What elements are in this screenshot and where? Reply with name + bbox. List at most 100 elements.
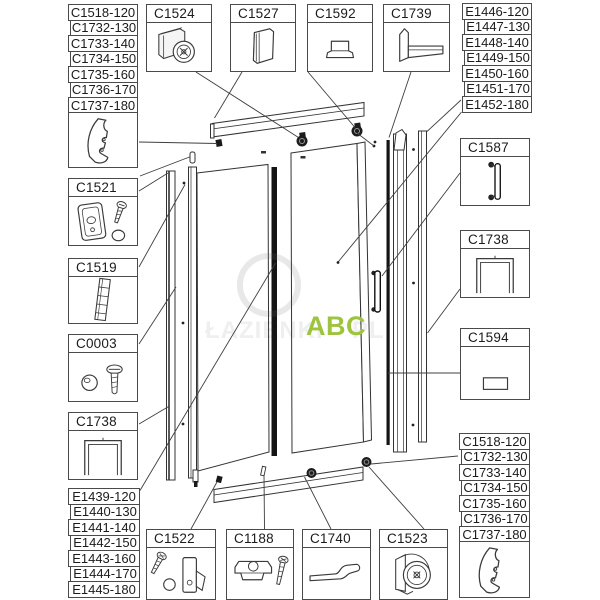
part-number[interactable]: C1734-150 [461, 479, 530, 496]
u-profile-icon [476, 255, 514, 294]
right-u-profile [393, 133, 407, 453]
part-label: C1519 [69, 259, 137, 277]
part-number[interactable]: E1450-160 [462, 65, 532, 82]
part-number[interactable]: C1736-170 [70, 81, 138, 98]
part-label: C1188 [227, 530, 293, 548]
top-roller-icon [158, 27, 195, 63]
part-box-c1592[interactable]: C1592 [307, 4, 373, 72]
center-seal-strip [271, 167, 277, 456]
part-number[interactable]: E1440-130 [70, 503, 140, 520]
wall-profile-bracket-icon [478, 547, 501, 594]
part-label: C1738 [69, 413, 137, 431]
part-label: C1738 [461, 231, 529, 249]
part-box-c1524[interactable]: C1524 [146, 4, 212, 72]
part-box-c1738-left[interactable]: C1738 [68, 412, 138, 480]
part-list-bottom-right: C1518-120 C1732-130 C1733-140 C1734-150 … [459, 433, 530, 543]
part-box-c1740[interactable]: C1740 [302, 529, 371, 600]
part-box-c1594[interactable]: C1594 [460, 328, 530, 400]
part-box-c1738-right[interactable]: C1738 [460, 230, 530, 298]
part-list-top-right: E1446-120 E1447-130 E1448-140 E1449-150 … [462, 3, 532, 113]
right-wall-strip [418, 130, 427, 443]
fixed-panel-frame [188, 166, 197, 479]
fixed-glass-panel [196, 163, 270, 472]
part-number[interactable]: E1449-150 [464, 49, 532, 66]
part-label: C1587 [461, 139, 529, 157]
part-box-c1527[interactable]: C1527 [230, 4, 296, 72]
part-number[interactable]: C1736-170 [461, 510, 530, 527]
screw-dots [181, 140, 415, 427]
part-number[interactable]: E1452-180 [462, 96, 532, 113]
part-list-top-left: C1518-120 C1732-130 C1733-140 C1734-150 … [68, 4, 138, 114]
frame-top-cylinder [189, 151, 196, 164]
cover-plate-icon [482, 377, 509, 390]
top-rollers [296, 122, 363, 147]
part-label: C1527 [231, 5, 295, 23]
part-label: C1594 [461, 329, 529, 347]
part-number[interactable]: E1441-140 [68, 519, 140, 536]
part-number[interactable]: E1444-170 [70, 565, 140, 582]
latch-screw-set-icon [150, 551, 206, 593]
part-number[interactable]: E1448-140 [462, 34, 532, 51]
watermark-brand: ABC [306, 311, 366, 341]
part-label: C0003 [69, 335, 137, 353]
part-number[interactable]: C1518-120 [459, 433, 530, 450]
part-number[interactable]: C1735-160 [68, 66, 138, 83]
sliding-panel-edge-profile [356, 141, 373, 443]
magnetic-strip-icon [94, 277, 111, 322]
part-box-c1587[interactable]: C1587 [460, 138, 530, 206]
bottom-rail [213, 466, 364, 504]
wall-profile-bracket-box-2[interactable] [459, 541, 530, 598]
part-label: C1521 [69, 179, 137, 197]
spring-hook-icon [309, 563, 361, 582]
part-box-c1523[interactable]: C1523 [379, 529, 448, 600]
guide-block-icon [252, 28, 275, 64]
part-label: C1523 [380, 530, 447, 548]
part-box-c0003[interactable]: C0003 [68, 334, 138, 402]
wall-profile-bracket-box[interactable] [68, 112, 138, 168]
left-wall-profile [166, 170, 176, 481]
part-number[interactable]: E1451-170 [464, 80, 532, 97]
part-label: C1739 [384, 5, 449, 23]
part-number[interactable]: C1518-120 [68, 4, 138, 21]
part-number[interactable]: C1733-140 [68, 35, 138, 52]
wall-profile-bracket-icon [87, 118, 109, 164]
part-box-c1519[interactable]: C1519 [68, 258, 138, 324]
sliding-glass-panel [290, 142, 365, 454]
part-number[interactable]: E1443-160 [68, 550, 140, 567]
part-label: C1592 [308, 5, 372, 23]
part-box-c1522[interactable]: C1522 [146, 529, 216, 600]
part-box-c1521[interactable]: C1521 [68, 178, 138, 246]
part-number[interactable]: C1735-160 [459, 495, 530, 512]
clamp-and-screw-icon [234, 555, 289, 586]
right-seal-strip [386, 140, 390, 445]
latch-set-icon [77, 201, 127, 242]
u-profile-icon [84, 437, 122, 476]
screw-and-cap-icon [81, 364, 123, 395]
part-label: C1524 [147, 5, 211, 23]
right-profile-cap [393, 128, 407, 151]
part-number[interactable]: C1737-180 [68, 97, 138, 114]
part-list-bottom-left: E1439-120 E1440-130 E1441-140 E1442-150 … [68, 488, 140, 598]
rail-clip-icon [325, 40, 355, 59]
part-number[interactable]: C1732-130 [70, 19, 138, 36]
watermark-ghost-right: PL [352, 317, 385, 344]
part-label: C1522 [147, 530, 215, 548]
part-label: C1740 [303, 530, 370, 548]
part-number[interactable]: C1734-150 [70, 50, 138, 67]
top-rail [211, 101, 365, 138]
corner-profile-icon [399, 28, 444, 62]
part-number[interactable]: E1442-150 [70, 534, 140, 551]
part-number[interactable]: C1732-130 [461, 448, 530, 465]
part-box-c1739[interactable]: C1739 [383, 4, 450, 72]
part-number[interactable]: E1445-180 [68, 581, 140, 598]
bottom-rollers [306, 457, 372, 478]
part-number[interactable]: E1446-120 [462, 3, 532, 20]
small-fittings [194, 139, 306, 487]
part-number[interactable]: C1733-140 [459, 464, 530, 481]
door-handle-part [371, 270, 381, 313]
part-number[interactable]: E1439-120 [68, 488, 140, 505]
part-number[interactable]: E1447-130 [464, 18, 532, 35]
door-handle-icon [488, 161, 501, 201]
part-box-c1188[interactable]: C1188 [226, 529, 294, 600]
